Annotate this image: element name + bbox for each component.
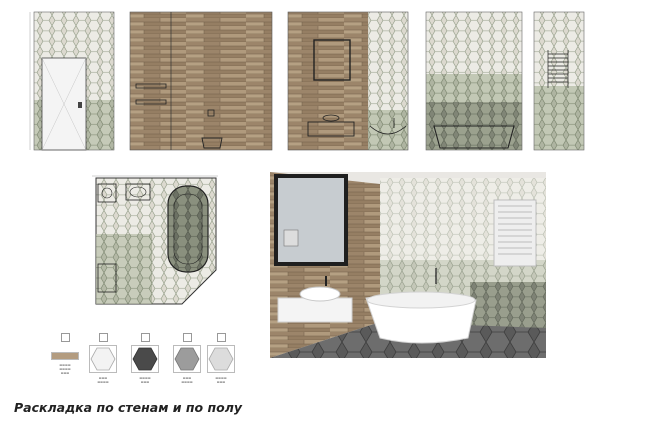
mirror (274, 174, 348, 266)
mirror-outline (313, 39, 351, 81)
legend-tile-hex-dark: ▬▬▬▬▬▬▬ (124, 333, 166, 384)
legend-marker (60, 333, 70, 342)
elevation-vanity-wall (284, 10, 412, 152)
legend-tile-hex-grey: ▬▬▬▬▬▬▬ (166, 333, 208, 384)
hex-grey-swatch (173, 345, 201, 373)
elevation-door-wall (28, 10, 120, 152)
bathtub-outline (433, 125, 515, 149)
floor-plan (92, 174, 222, 310)
legend-caption-lines: ▬▬▬▬▬▬▬ (97, 376, 109, 384)
hex-dark-swatch (131, 345, 159, 373)
legend-marker (182, 333, 192, 342)
hex-white-swatch (89, 345, 117, 373)
towel-radiator-drawing (547, 50, 569, 88)
vanity (277, 297, 353, 323)
elevation-radiator-wall (530, 10, 586, 152)
elevation-bathtub-wall (420, 10, 526, 152)
legend-marker (216, 333, 226, 342)
layout-caption: Раскладка по стенам и по полу (14, 400, 243, 415)
towel-radiator (493, 199, 537, 267)
bathtub-plan (167, 185, 209, 273)
vanity-outline (307, 121, 355, 137)
legend-caption-lines: ▬▬▬▬▬▬▬ (139, 376, 151, 384)
legend-tile-wood: ▬▬▬▬▬▬▬▬▬▬▬ (44, 333, 86, 375)
hex-light-swatch (207, 345, 235, 373)
legend-caption-lines: ▬▬▬▬▬▬▬ (181, 376, 193, 384)
bathroom-render (270, 172, 546, 358)
wood-plank-swatch (51, 352, 79, 360)
legend-caption-lines: ▬▬▬▬▬▬▬ (215, 376, 227, 384)
legend-marker (98, 333, 108, 342)
legend-marker (140, 333, 150, 342)
legend-caption-lines: ▬▬▬▬▬▬▬▬▬▬▬ (59, 363, 71, 375)
legend-tile-hex-light: ▬▬▬▬▬▬▬ (200, 333, 242, 384)
sink (299, 286, 341, 302)
elevation-wood-wall-left (126, 10, 276, 152)
toilet-outline (201, 137, 223, 149)
legend-tile-hex-white: ▬▬▬▬▬▬▬ (82, 333, 124, 384)
